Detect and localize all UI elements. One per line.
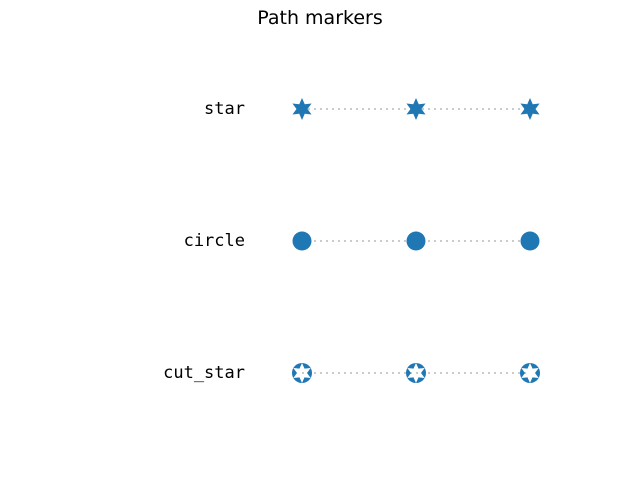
star-marker-icon [289, 96, 315, 122]
circle-marker-icon [403, 228, 429, 254]
cut-star-marker-icon [289, 360, 315, 386]
cut-star-marker-icon [517, 360, 543, 386]
star-marker-icon [517, 96, 543, 122]
star-marker-icon [403, 96, 429, 122]
row-label-cut-star: cut_star [163, 362, 245, 383]
cut-star-marker-icon [403, 360, 429, 386]
row-label-circle: circle [183, 230, 245, 251]
chart-title: Path markers [257, 7, 383, 29]
row-label-star: star [204, 98, 245, 119]
series-line-cut-star [302, 371, 530, 374]
circle-marker-icon [517, 228, 543, 254]
circle-marker-icon [289, 228, 315, 254]
